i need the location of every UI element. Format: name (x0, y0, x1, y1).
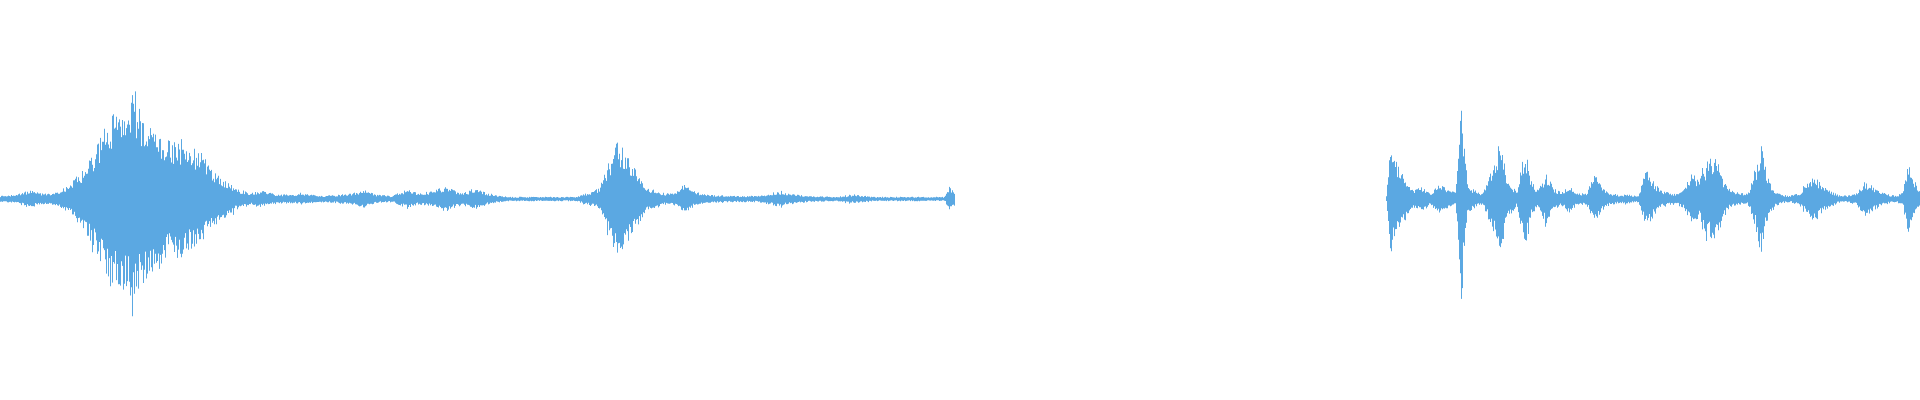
waveform-segment-2 (1386, 110, 1920, 299)
waveform-group (0, 91, 1920, 317)
waveform-segment-1 (0, 91, 955, 317)
